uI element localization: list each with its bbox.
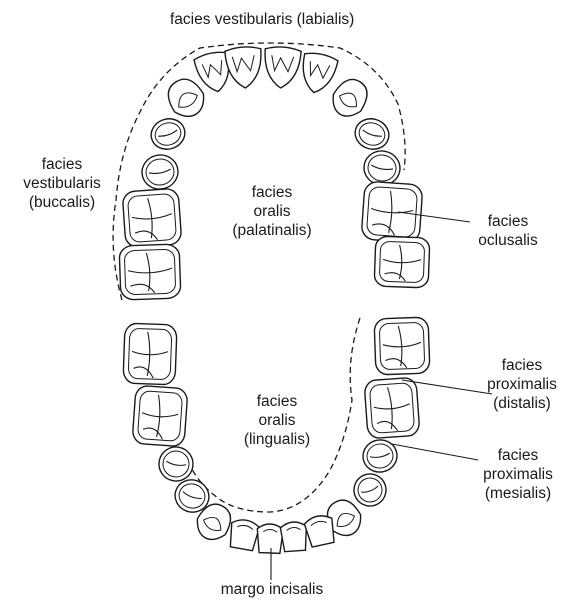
upper-incisor-central-right-crown [225, 46, 264, 89]
upper-molar-1-left [122, 188, 182, 248]
upper-premolar-1-left-crown [147, 114, 189, 153]
upper-premolar-1-left [147, 114, 189, 153]
label-incisal: margo incisalis [214, 580, 330, 599]
label-occlusal: facies oclusalis [468, 212, 548, 250]
upper-molar-2-right [374, 236, 430, 288]
lower-incisor-lateral-right-crown [303, 513, 336, 547]
label-proximal-distal: facies proximalis (distalis) [482, 356, 562, 413]
label-upper-oral: facies oralis (palatinalis) [218, 183, 326, 240]
upper-incisor-lateral-right [263, 46, 302, 89]
upper-canine-right-crown [326, 73, 373, 122]
lower-premolar-2-left [156, 444, 195, 483]
upper-premolar-2-left [139, 152, 180, 192]
lower-premolar-2-right-crown [360, 437, 399, 474]
upper-incisor-edge-right [297, 51, 338, 96]
lower-incisor-central-left-crown [256, 524, 283, 554]
upper-molar-1-right [361, 181, 423, 243]
label-upper-vestibular: facies vestibularis (labialis) [170, 10, 354, 29]
lower-premolar-1-right [349, 469, 390, 510]
lower-incisor-central-left [256, 524, 283, 554]
upper-incisor-central-right [225, 46, 264, 89]
lower-incisor-lateral-left [228, 518, 261, 551]
label-lower-oral: facies oralis (lingualis) [228, 392, 326, 449]
lower-incisor-lateral-left-crown [228, 518, 261, 551]
leader-mesialis [392, 444, 478, 460]
lower-incisor-central-right-crown [280, 521, 308, 552]
lower-molar-2-left [123, 323, 177, 385]
lower-molar-1-right [364, 377, 420, 438]
lower-molar-1-left [132, 385, 188, 446]
upper-molar-2-left [119, 244, 181, 300]
lower-incisor-lateral-right [303, 513, 336, 547]
upper-premolar-1-right [351, 114, 393, 153]
upper-dental-arch [119, 46, 430, 300]
lower-molar-2-right [374, 317, 430, 375]
lower-premolar-1-right-crown [349, 469, 390, 510]
lower-premolar-2-left-crown [156, 444, 195, 483]
label-proximal-mesial: facies proximalis (mesialis) [474, 446, 562, 503]
label-upper-buccal: facies vestibularis (buccalis) [8, 155, 116, 212]
upper-incisor-edge-right-crown [297, 51, 338, 96]
lower-premolar-2-right [360, 437, 399, 474]
upper-incisor-lateral-right-crown [263, 46, 302, 89]
upper-premolar-1-right-crown [351, 114, 393, 153]
upper-canine-right [326, 73, 373, 122]
lower-incisor-central-right [280, 521, 308, 552]
